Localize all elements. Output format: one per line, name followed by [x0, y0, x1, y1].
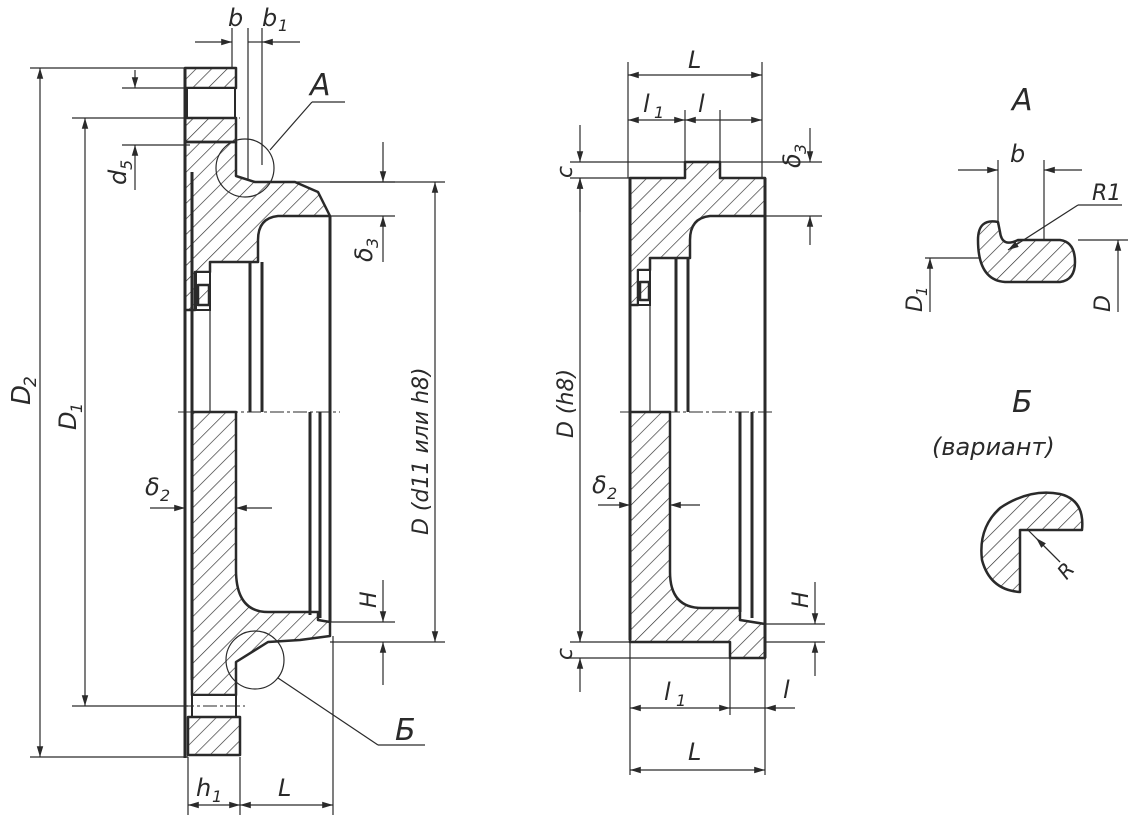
detail-A-D1-sub: 1 — [913, 286, 931, 296]
left-small-plug — [196, 283, 211, 307]
mid-dim-D-h8: D (h8) — [554, 369, 579, 438]
mid-dim-delta2: δ — [592, 471, 607, 499]
mid-dim-delta3-sub: 3 — [791, 144, 810, 154]
dim-D2-sub: 2 — [21, 376, 41, 387]
dim-L-label: L — [278, 774, 291, 802]
dim-h1-sub: 1 — [212, 787, 222, 806]
detail-A-D1: D — [903, 295, 928, 312]
detail-B-profile — [980, 491, 1084, 594]
middle-lower-section — [628, 410, 767, 660]
dim-delta2-sub: 2 — [160, 486, 170, 505]
detail-A: А b R1 D 1 D — [903, 83, 1128, 312]
detail-B-R: R — [1052, 558, 1079, 584]
middle-small-plug — [638, 280, 651, 302]
dim-D1-label: D — [54, 412, 82, 430]
mid-dim-l1-bottom-sub: 1 — [676, 691, 686, 710]
dim-b-label: b — [228, 4, 243, 32]
dim-H-label: H — [357, 591, 382, 608]
dim-delta3-label: δ — [350, 247, 378, 262]
mid-dim-l1-bottom: l — [664, 678, 671, 706]
mid-dim-L-top: L — [688, 46, 701, 74]
dim-d5-sub: 5 — [117, 160, 136, 170]
left-top-lug — [183, 66, 238, 90]
dim-D1-sub: 1 — [67, 403, 86, 413]
mid-dim-l-bottom: l — [783, 676, 790, 704]
mid-dim-c-top: c — [553, 166, 578, 178]
callout-B-label: Б — [395, 713, 416, 748]
detail-B-variant: (вариант) — [932, 433, 1055, 461]
left-dimensions: b b 1 D 2 D 1 d 5 δ — [7, 4, 445, 815]
left-lower-body-section — [190, 410, 332, 697]
dim-b1-sub: 1 — [278, 16, 288, 35]
detail-A-R1: R1 — [1092, 181, 1121, 206]
callout-A-label: А — [308, 68, 331, 103]
detail-A-b: b — [1010, 140, 1025, 168]
dim-b1-label: b — [262, 4, 277, 32]
detail-A-title: А — [1010, 83, 1033, 118]
left-bottom-lug — [186, 715, 242, 757]
mid-dim-delta3: δ — [778, 153, 806, 168]
left-section-view — [170, 66, 425, 758]
dim-d5-label: d — [104, 169, 132, 185]
detail-A-profile — [976, 220, 1077, 284]
left-top-lug-lower — [183, 116, 238, 144]
mid-dim-l1-top: l — [643, 90, 650, 118]
detail-A-D: D — [1091, 295, 1116, 312]
detail-B-title: Б — [1012, 385, 1033, 420]
mid-dim-l1-top-sub: 1 — [654, 103, 664, 122]
mid-dim-H: H — [789, 591, 814, 608]
dim-delta3-sub: 3 — [363, 238, 382, 248]
middle-section-view — [620, 160, 775, 660]
mid-dim-L-bottom: L — [688, 738, 701, 766]
dim-D2-label: D — [7, 385, 37, 405]
dim-D-main-label: D (d11 или h8) — [409, 367, 434, 535]
detail-B: Б (вариант) R — [932, 385, 1084, 594]
mid-dim-delta2-sub: 2 — [607, 484, 617, 503]
left-detail-A-leader — [269, 101, 313, 151]
left-detail-B-circle — [225, 630, 285, 690]
dim-h1-label: h — [196, 774, 211, 802]
mid-dim-c-bottom: c — [553, 648, 578, 660]
dim-delta2-label: δ — [145, 473, 160, 501]
left-detail-B-leader — [277, 677, 379, 746]
left-top-hole — [186, 87, 236, 119]
middle-dimensions: L l 1 l c δ 3 D (h8) δ — [553, 46, 825, 775]
mid-dim-l-top: l — [698, 90, 705, 118]
left-detail-A-circle — [215, 138, 275, 198]
